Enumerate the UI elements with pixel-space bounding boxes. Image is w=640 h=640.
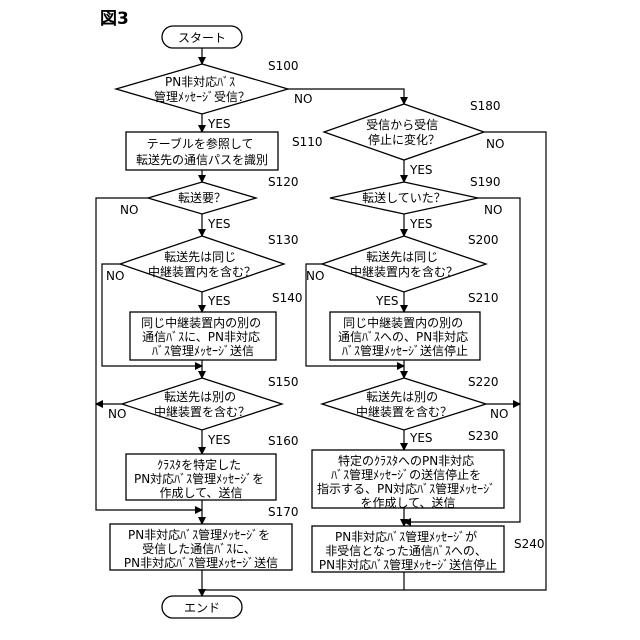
yes-s150: YES xyxy=(207,433,231,447)
figure-label: 図3 xyxy=(100,9,129,29)
s180-text: 受信から受信 停止に変化？ xyxy=(366,118,442,147)
yes-s130: YES xyxy=(207,294,231,308)
step-s190: S190 xyxy=(470,175,501,189)
s220-decision xyxy=(322,378,486,430)
s190-text: 転送していた？ xyxy=(362,190,446,205)
yes-s200: YES xyxy=(375,294,399,308)
step-s150: S150 xyxy=(268,375,299,389)
s200-decision xyxy=(322,236,486,292)
s100-decision xyxy=(116,64,288,114)
no-s100: NO xyxy=(294,92,312,106)
no-s180: NO xyxy=(486,137,504,151)
yes-s180: YES xyxy=(409,163,433,177)
step-s180: S180 xyxy=(470,99,501,113)
step-s110: S110 xyxy=(292,135,323,149)
step-s200: S200 xyxy=(468,233,499,247)
s180-decision xyxy=(324,104,484,160)
s150-decision xyxy=(122,378,282,430)
step-s100: S100 xyxy=(268,59,299,73)
step-s210: S210 xyxy=(468,291,499,305)
no-s190: NO xyxy=(484,203,502,217)
yes-s220: YES xyxy=(409,431,433,445)
step-s160: S160 xyxy=(268,434,299,448)
s240-text: PN非対応ﾊﾞｽ管理ﾒｯｾｰｼﾞが 非受信となった通信ﾊﾞｽへの、 PN非対応ﾊ… xyxy=(319,529,497,572)
s120-text: 転送要？ xyxy=(178,190,226,205)
step-s140: S140 xyxy=(272,291,303,305)
no-s150: NO xyxy=(108,407,126,421)
s210-text: 同じ中継装置内の別の 通信ﾊﾞｽへの、PN非対応 ﾊﾞｽ管理ﾒｯｾｰｼﾞ送信停止 xyxy=(338,315,472,358)
step-s240: S240 xyxy=(514,537,545,551)
s140-text: 同じ中継装置内の別の 通信ﾊﾞｽに、PN非対応 ﾊﾞｽ管理ﾒｯｾｰｼﾞ送信 xyxy=(141,315,265,358)
no-s130: NO xyxy=(106,269,124,283)
yes-s100: YES xyxy=(207,117,231,131)
step-s220: S220 xyxy=(468,375,499,389)
step-s170: S170 xyxy=(268,505,299,519)
no-s200: NO xyxy=(306,269,324,283)
yes-s120: YES xyxy=(207,217,231,231)
s170-text: PN非対応ﾊﾞｽ管理ﾒｯｾｰｼﾞを 受信した通信ﾊﾞｽに、 PN非対応ﾊﾞｽ管理… xyxy=(124,527,278,570)
end-label: エンド xyxy=(184,601,220,615)
no-s220: NO xyxy=(490,407,508,421)
step-s130: S130 xyxy=(268,233,299,247)
no-s120: NO xyxy=(120,203,138,217)
s100-text: PN非対応ﾊﾞｽ 管理ﾒｯｾｰｼﾞ受信？ xyxy=(154,75,250,104)
step-s230: S230 xyxy=(468,429,499,443)
yes-s190: YES xyxy=(409,217,433,231)
s130-decision xyxy=(120,236,284,292)
step-s120: S120 xyxy=(268,175,299,189)
start-label: スタート xyxy=(178,31,226,45)
edge-s240-end xyxy=(202,572,404,590)
